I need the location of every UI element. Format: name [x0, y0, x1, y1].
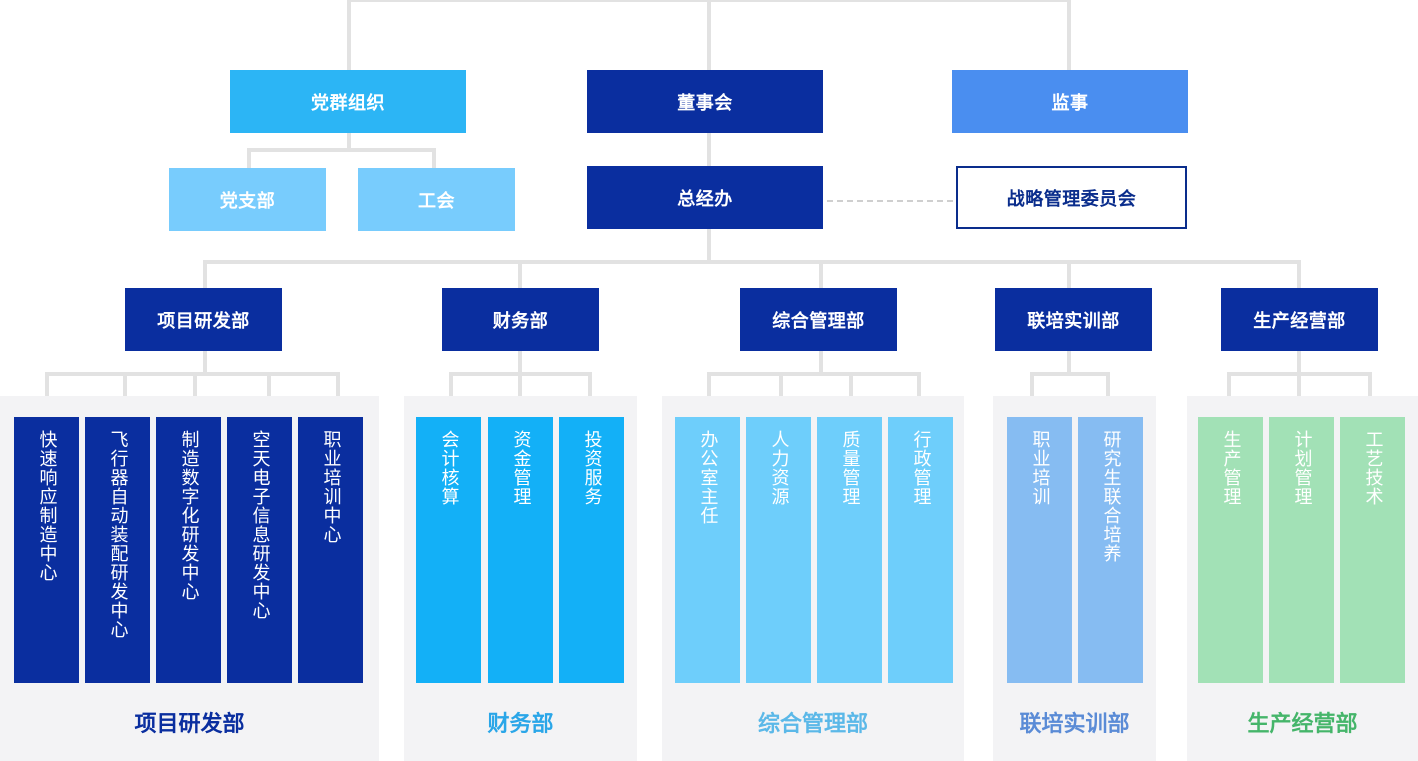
unit-label: 会计核算 [438, 430, 460, 506]
unit-label: 计划管理 [1291, 430, 1313, 506]
unit-label: 空天电子信息研发中心 [249, 430, 271, 620]
unit-column: 工艺技术 [1340, 417, 1405, 683]
unit-column: 研究生联合培养 [1078, 417, 1143, 683]
unit-label: 资金管理 [510, 430, 532, 506]
unit-column: 职业培训中心 [298, 417, 363, 683]
union-node: 工会 [358, 168, 515, 231]
dept-node-admin: 综合管理部 [740, 288, 897, 351]
unit-label: 人力资源 [768, 430, 790, 506]
unit-label: 制造数字化研发中心 [178, 430, 200, 601]
dept-node-training: 联培实训部 [995, 288, 1152, 351]
panel-title-production: 生产经营部 [1247, 712, 1358, 737]
unit-label: 研究生联合培养 [1100, 430, 1122, 563]
unit-column: 生产管理 [1198, 417, 1263, 683]
unit-column: 计划管理 [1269, 417, 1334, 683]
party-organization-node: 党群组织 [230, 70, 466, 133]
unit-label: 办公室主任 [697, 430, 719, 525]
strategy-committee-node: 战略管理委员会 [956, 166, 1187, 229]
unit-column: 人力资源 [746, 417, 811, 683]
unit-label: 工艺技术 [1362, 430, 1384, 506]
panel-title-finance: 财务部 [487, 712, 554, 737]
unit-label: 生产管理 [1220, 430, 1242, 506]
unit-label: 行政管理 [910, 430, 932, 506]
dept-node-production: 生产经营部 [1221, 288, 1378, 351]
unit-label: 快速响应制造中心 [36, 430, 58, 582]
dept-node-rd: 项目研发部 [125, 288, 282, 351]
party-branch-node: 党支部 [169, 168, 326, 231]
panel-title-rd: 项目研发部 [134, 712, 245, 737]
unit-column: 办公室主任 [675, 417, 740, 683]
unit-column: 制造数字化研发中心 [156, 417, 221, 683]
unit-column: 会计核算 [416, 417, 481, 683]
panel-title-training: 联培实训部 [1019, 712, 1130, 737]
unit-label: 投资服务 [581, 430, 603, 506]
supervisor-node: 监事 [952, 70, 1188, 133]
unit-label: 职业培训中心 [320, 430, 342, 544]
unit-column: 资金管理 [488, 417, 553, 683]
unit-label: 职业培训 [1029, 430, 1051, 506]
unit-column: 质量管理 [817, 417, 882, 683]
unit-label: 质量管理 [839, 430, 861, 506]
dept-node-finance: 财务部 [442, 288, 599, 351]
board-node: 董事会 [587, 70, 823, 133]
unit-column: 飞行器自动装配研发中心 [85, 417, 150, 683]
unit-column: 投资服务 [559, 417, 624, 683]
unit-label: 飞行器自动装配研发中心 [107, 430, 129, 639]
unit-column: 空天电子信息研发中心 [227, 417, 292, 683]
unit-column: 行政管理 [888, 417, 953, 683]
unit-column: 职业培训 [1007, 417, 1072, 683]
panel-title-admin: 综合管理部 [757, 712, 868, 737]
general-office-node: 总经办 [587, 166, 823, 229]
unit-column: 快速响应制造中心 [14, 417, 79, 683]
